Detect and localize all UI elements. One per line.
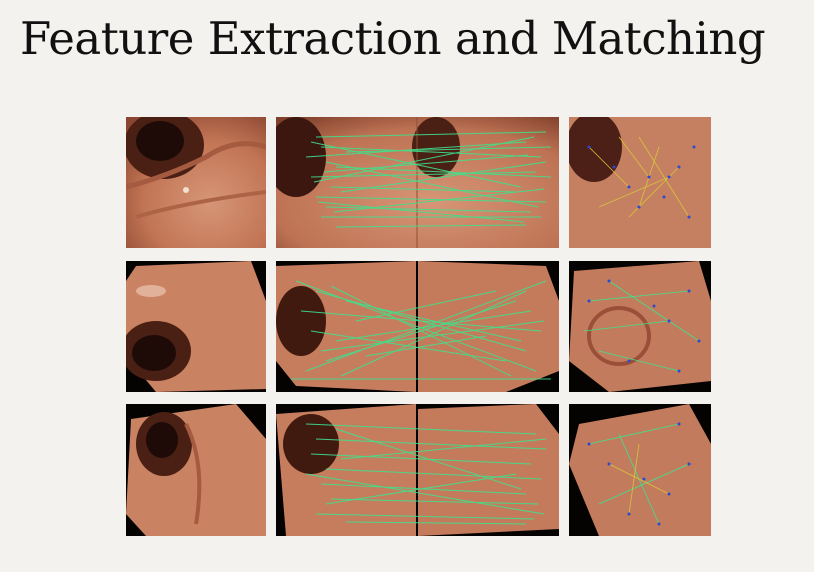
feature-matches-3: [276, 404, 559, 536]
feature-matches-1: [276, 117, 559, 248]
slide-title: Feature Extraction and Matching: [20, 12, 766, 65]
feature-matches-2: [276, 261, 559, 392]
keypoint-flow-1: [569, 117, 711, 248]
source-frame-1: [126, 117, 266, 248]
keypoint-flow-3: [569, 404, 711, 536]
keypoint-flow-2: [569, 261, 711, 392]
source-frame-2: [126, 261, 266, 392]
source-frame-3: [126, 404, 266, 536]
